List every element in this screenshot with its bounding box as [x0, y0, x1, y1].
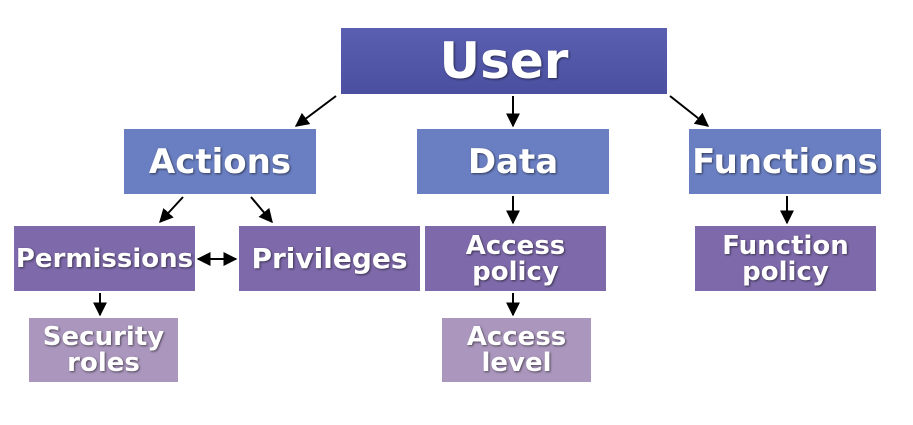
node-access-level-line-2: level	[481, 348, 552, 378]
node-access-policy-line-1: Access	[465, 230, 566, 261]
node-function-policy: Function policy	[695, 226, 876, 291]
node-security-roles-line-2: roles	[67, 348, 140, 378]
node-access-policy-line-2: policy	[472, 256, 559, 287]
edge-actions-privileges	[250, 196, 273, 224]
node-access-level-line-1: Access	[466, 322, 567, 352]
edge-user-functions	[669, 95, 710, 127]
node-security-roles-line-1: Security	[42, 322, 165, 352]
edge-user-actions	[294, 95, 337, 127]
edge-actions-permissions	[159, 196, 184, 224]
node-data-line-1: Data	[467, 141, 559, 182]
node-user-line-1: User	[439, 32, 569, 90]
node-access-policy: Access policy	[425, 226, 606, 291]
node-actions: Actions	[124, 129, 316, 194]
node-functions: Functions	[689, 129, 881, 194]
node-functions-line-1: Functions	[692, 141, 878, 182]
node-function-policy-line-1: Function	[722, 230, 849, 261]
node-privileges-line-1: Privileges	[251, 241, 408, 275]
node-access-level: Access level	[442, 318, 591, 382]
node-function-policy-line-2: policy	[742, 256, 829, 287]
node-actions-line-1: Actions	[148, 141, 292, 182]
node-privileges: Privileges	[239, 226, 420, 291]
node-permissions: Permissions	[14, 226, 195, 291]
node-data: Data	[417, 129, 609, 194]
node-permissions-line-1: Permissions	[15, 243, 194, 274]
node-security-roles: Security roles	[29, 318, 178, 382]
node-user: User	[341, 28, 667, 94]
